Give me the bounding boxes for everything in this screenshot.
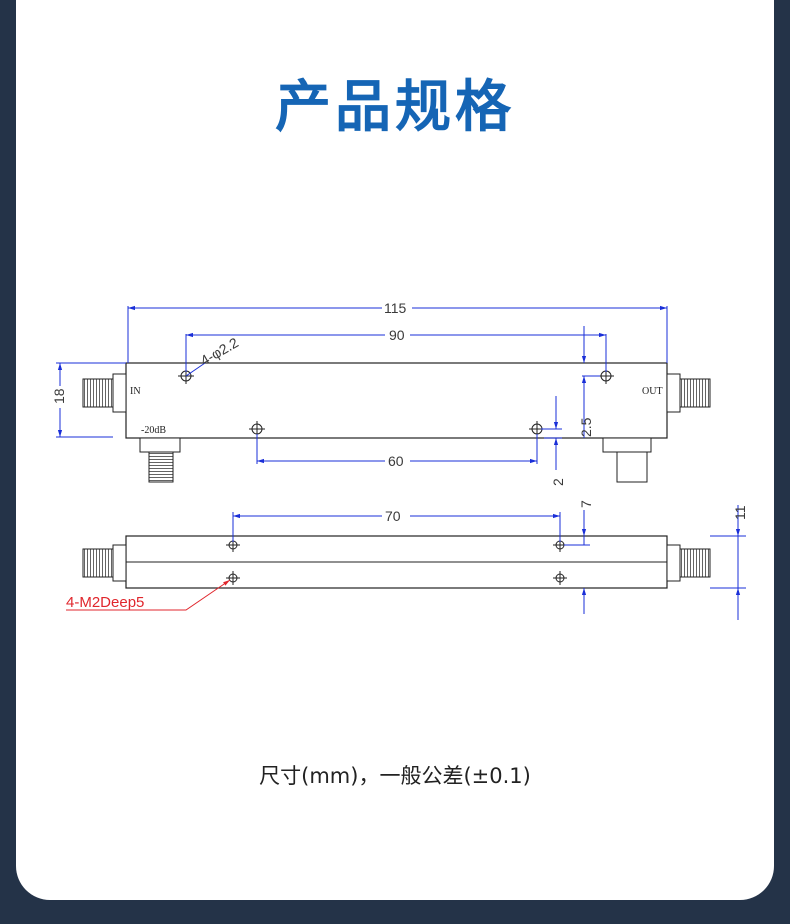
- dim-115: [127, 305, 668, 363]
- dim-18-label: 18: [51, 388, 67, 404]
- hole-note-leader: [185, 362, 206, 377]
- dim-90-label: 90: [389, 327, 405, 343]
- dim-70: [232, 512, 561, 542]
- side-view: 70 7 11 4-M2Deep5: [66, 500, 748, 620]
- coupled-label: -20dB: [141, 425, 166, 436]
- dim-70-label: 70: [385, 508, 401, 524]
- dim-60: [256, 434, 538, 464]
- in-label: IN: [130, 386, 141, 397]
- in-connector: [112, 373, 127, 413]
- thread-note-leader: [66, 579, 231, 611]
- dim-60-label: 60: [388, 453, 404, 469]
- out-connector: [666, 373, 681, 413]
- dim-7: [564, 510, 590, 614]
- dim-2: [541, 396, 562, 470]
- dim-7-label: 7: [578, 500, 594, 508]
- dimension-caption: 尺寸(mm)，一般公差(±0.1): [259, 764, 531, 788]
- dim-90: [185, 332, 607, 372]
- coupled-connector: [139, 437, 181, 453]
- termination-block: [602, 437, 652, 453]
- dim-11: [710, 505, 746, 620]
- side-out-connector: [666, 544, 681, 582]
- dim-2-5: [581, 326, 600, 438]
- dim-11-label: 11: [732, 505, 748, 520]
- side-in-connector: [112, 544, 127, 582]
- top-view: IN OUT -20dB 115 90 4-φ2.2 60: [51, 300, 711, 486]
- mounting-holes-top: [178, 368, 614, 437]
- thread-note: 4-M2Deep5: [66, 594, 144, 611]
- out-label: OUT: [642, 386, 663, 397]
- page-title: 产品规格: [275, 75, 515, 140]
- dim-18: [56, 362, 126, 438]
- dim-2-label: 2: [550, 478, 566, 486]
- dim-2-5-label: 2.5: [578, 417, 594, 437]
- dim-115-label: 115: [384, 300, 407, 316]
